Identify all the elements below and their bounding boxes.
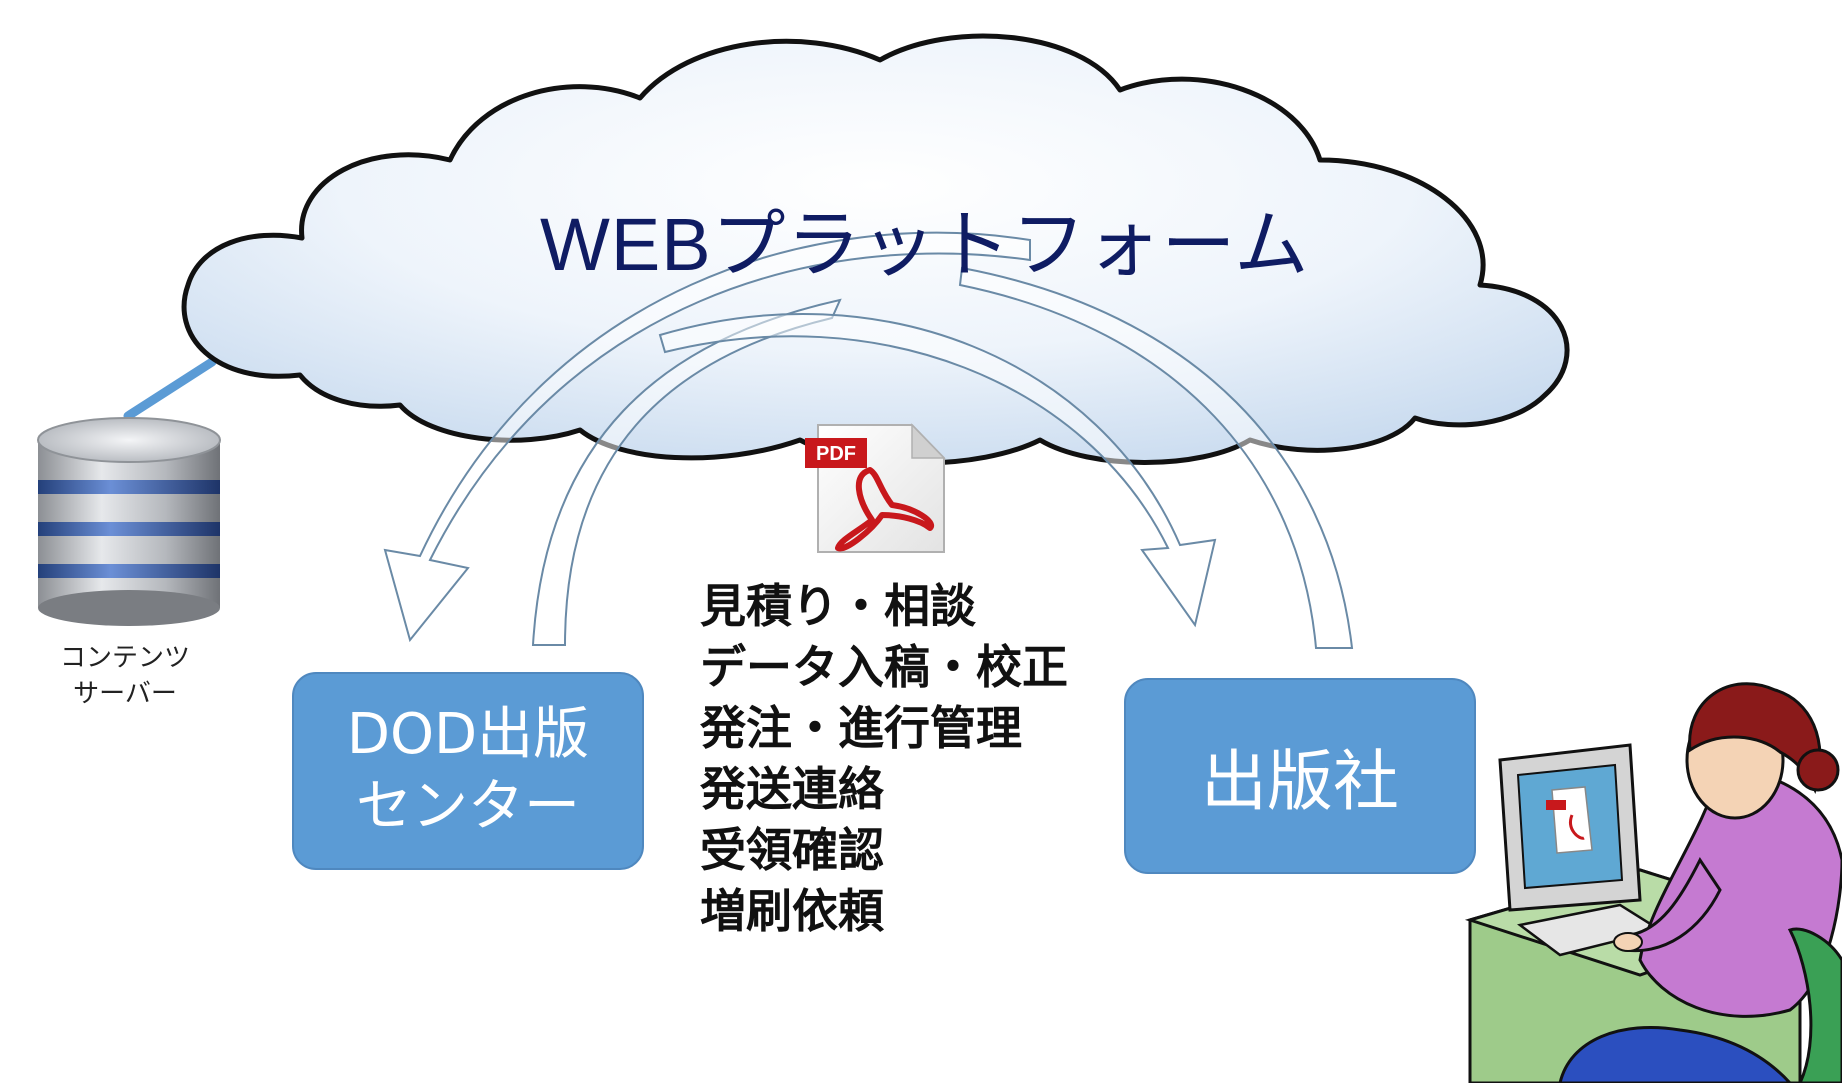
publisher-box: 出版社 <box>1124 678 1476 874</box>
arrow-to-dod-center <box>383 231 1031 643</box>
workflow-step: データ入稿・校正 <box>700 640 1068 694</box>
workflow-step: 受領確認 <box>700 823 884 877</box>
pdf-file-icon: PDF <box>805 423 946 553</box>
dod-center-label-line2: センター <box>356 774 580 839</box>
workflow-step: 増刷依頼 <box>700 884 884 938</box>
cloud-title: WEBプラットフォーム <box>540 203 1310 286</box>
server-caption: コンテンツ サーバー <box>20 640 230 712</box>
workflow-steps-list: 見積り・相談 データ入稿・校正 発注・進行管理 発送連絡 受領確認 増刷依頼 <box>700 576 1068 942</box>
database-server-icon <box>37 417 221 626</box>
workflow-step: 発注・進行管理 <box>700 701 1022 755</box>
person-at-computer-icon <box>1464 682 1842 1083</box>
workflow-step: 発送連絡 <box>700 762 884 816</box>
arrow-to-publisher <box>658 313 1217 628</box>
workflow-step: 見積り・相談 <box>700 579 976 633</box>
publisher-label: 出版社 <box>1201 743 1399 820</box>
dod-center-box: DOD出版 センター <box>292 672 644 870</box>
arrow-from-dod-center <box>531 298 842 646</box>
arrow-from-publisher <box>958 266 1354 649</box>
server-connector-line <box>123 357 217 421</box>
pdf-badge-text: PDF <box>816 443 856 465</box>
server-caption-line1: コンテンツ <box>59 643 190 673</box>
dod-center-label-line1: DOD出版 <box>346 702 590 767</box>
server-caption-line2: サーバー <box>73 679 177 709</box>
